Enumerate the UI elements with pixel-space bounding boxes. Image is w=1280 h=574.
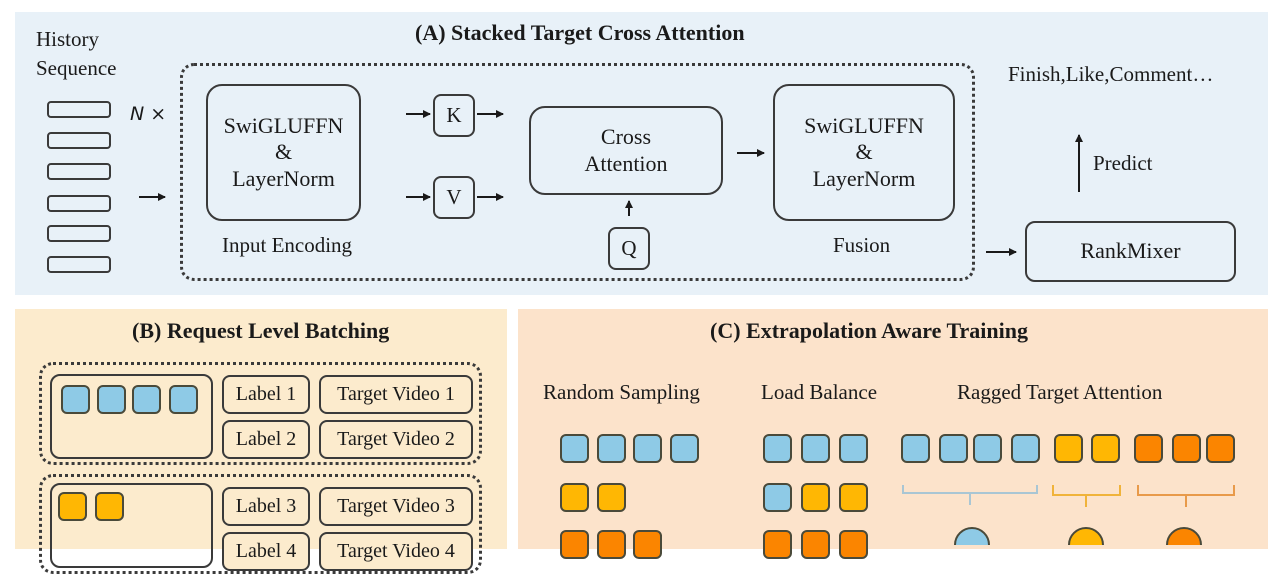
target-video-2: Target Video 2	[319, 420, 473, 459]
ragged-token-orange	[1134, 434, 1163, 463]
target-video-4: Target Video 4	[319, 532, 473, 571]
label-2: Label 2	[222, 420, 310, 459]
group-1-token	[132, 385, 161, 414]
stacked-block-container	[180, 63, 975, 281]
group-1-token	[169, 385, 198, 414]
value-box: V	[433, 176, 475, 219]
input-encoding-block: SwiGLUFFN & LayerNorm	[206, 84, 361, 221]
input-block-line3: LayerNorm	[232, 165, 335, 191]
label-3: Label 3	[222, 487, 310, 526]
fusion-block-line1: SwiGLUFFN	[804, 112, 924, 138]
ragged-token-blue	[1011, 434, 1040, 463]
rankmixer-label: RankMixer	[1080, 238, 1181, 264]
ragged-token-blue	[973, 434, 1002, 463]
cross-attention-block: Cross Attention	[529, 106, 723, 195]
panel-a-title: (A) Stacked Target Cross Attention	[415, 20, 745, 45]
fusion-caption: Fusion	[833, 233, 891, 257]
ragged-token-orange	[1172, 434, 1201, 463]
ragged-token-blue	[901, 434, 930, 463]
predict-label: Predict	[1093, 151, 1153, 175]
random-sampling-token-blue	[669, 434, 699, 463]
target-video-3: Target Video 3	[319, 487, 473, 526]
load-balance-token-yellow	[801, 483, 830, 512]
panel-c-title: (C) Extrapolation Aware Training	[710, 318, 1028, 343]
group-1-token	[61, 385, 90, 414]
input-encoding-caption: Input Encoding	[222, 233, 353, 257]
load-balance-token-blue	[763, 434, 792, 463]
random-sampling-token-blue	[560, 434, 589, 463]
request-group-1-sequence	[50, 374, 213, 459]
ragged-token-yellow	[1091, 434, 1120, 463]
load-balance-token-blue	[763, 483, 792, 512]
input-block-line2: &	[274, 139, 293, 165]
fusion-block-line3: LayerNorm	[812, 165, 916, 191]
label-1: Label 1	[222, 375, 310, 414]
history-token	[47, 163, 111, 180]
group-1-token	[97, 385, 126, 414]
load-balance-token-blue	[801, 434, 830, 463]
history-token	[47, 101, 111, 118]
group-2-token	[95, 492, 124, 521]
query-box: Q	[608, 227, 650, 270]
history-token	[47, 132, 111, 149]
fusion-block: SwiGLUFFN & LayerNorm	[773, 84, 955, 221]
ragged-token-blue	[939, 434, 968, 463]
label-4: Label 4	[222, 532, 310, 571]
group-2-token	[58, 492, 87, 521]
history-token	[47, 256, 111, 273]
panel-a-stacked-target-cross-attention	[15, 12, 1268, 295]
random-sampling-label: Random Sampling	[543, 380, 700, 404]
history-label-line2: Sequence	[36, 56, 117, 80]
random-sampling-token-yellow	[560, 483, 589, 512]
input-block-line1: SwiGLUFFN	[223, 112, 344, 138]
history-token	[47, 195, 111, 212]
ragged-token-yellow	[1054, 434, 1083, 463]
prediction-targets-label: Finish,Like,Comment…	[1008, 62, 1214, 86]
load-balance-token-yellow	[839, 483, 868, 512]
load-balance-token-blue	[839, 434, 868, 463]
ragged-token-orange	[1206, 434, 1235, 463]
ragged-target-attention-label: Ragged Target Attention	[957, 380, 1163, 404]
cross-attention-line1: Cross	[600, 124, 652, 150]
history-token	[47, 225, 111, 242]
load-balance-label: Load Balance	[761, 380, 878, 404]
panel-b-title: (B) Request Level Batching	[132, 318, 390, 343]
key-box: K	[433, 94, 475, 137]
panel-c-extrapolation-aware-training	[518, 309, 1268, 549]
target-video-1: Target Video 1	[319, 375, 473, 414]
rankmixer-block: RankMixer	[1025, 221, 1236, 282]
cross-attention-line2: Attention	[584, 150, 668, 176]
random-sampling-token-blue	[633, 434, 662, 463]
request-group-1	[39, 362, 482, 465]
random-sampling-token-blue	[596, 434, 626, 463]
fusion-block-line2: &	[855, 139, 873, 165]
repeat-n-label: N ×	[130, 103, 167, 125]
history-label-line1: History	[36, 27, 99, 51]
random-sampling-token-yellow	[596, 483, 626, 512]
